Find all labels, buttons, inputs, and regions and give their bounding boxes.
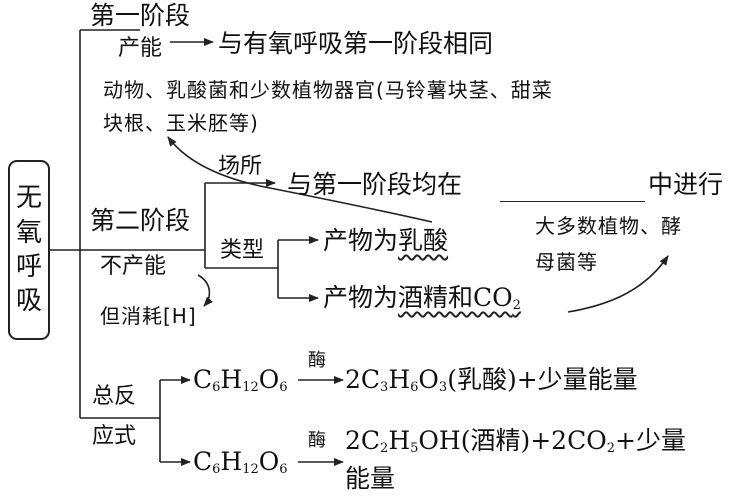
r2-enzyme: 酶 (308, 430, 326, 451)
type1-text: 产物为乳酸 (323, 228, 448, 253)
r2-reactant: C6H12O6 (193, 447, 288, 477)
consume-note-arrow (197, 274, 213, 307)
r1-enzyme: 酶 (308, 350, 326, 371)
organisms-line1: 大多数植物、酵 (535, 214, 682, 238)
r1-product: 2C3H6O3(乳酸)+少量能量 (345, 365, 638, 395)
type1-prefix: 产物为 (323, 226, 399, 255)
stage1-energy-text: 与有氧呼吸第一阶段相同 (218, 29, 494, 58)
organisms-line2: 母菌等 (535, 250, 598, 274)
r2-product: 2C2H5OH(酒精)+2CO2+少量 (345, 426, 686, 456)
stage1-title: 第一阶段 (90, 1, 191, 30)
alcohol-to-organisms-curve (567, 255, 669, 313)
site-text-before: 与第一阶段均在 (287, 170, 463, 199)
lactic-to-organisms-curve (167, 136, 433, 223)
type2-product-main: 酒精和CO (398, 283, 513, 312)
site-blank-line (500, 201, 645, 202)
stage1-note-line1: 动物、乳酸菌和少数植物器官(马铃薯块茎、甜菜 (103, 78, 553, 102)
site-label: 场所 (218, 154, 263, 179)
type1-product: 乳酸 (398, 226, 449, 255)
center-box: 无氧呼吸 (8, 160, 50, 340)
type2-text: 产物为酒精和CO2 (323, 283, 521, 312)
site-text-after: 中进行 (648, 170, 724, 199)
overall-label-line2: 应式 (92, 424, 137, 449)
type2-prefix: 产物为 (323, 283, 399, 312)
r2-product-line2: 能量 (345, 464, 396, 493)
consume-note: 但消耗[H] (100, 304, 197, 328)
no-energy-label: 不产能 (100, 254, 167, 279)
center-label: 无氧呼吸 (15, 183, 42, 317)
stage2-title: 第二阶段 (90, 206, 191, 235)
stage1-energy-label: 产能 (118, 36, 163, 61)
type2-product: 酒精和CO2 (398, 283, 521, 312)
type-label: 类型 (220, 238, 265, 263)
r1-reactant: C6H12O6 (193, 365, 288, 395)
type2-product-sub: 2 (512, 298, 521, 313)
overall-label-line1: 总反 (92, 384, 137, 409)
stage1-note-line2: 块根、玉米胚等) (103, 111, 259, 135)
